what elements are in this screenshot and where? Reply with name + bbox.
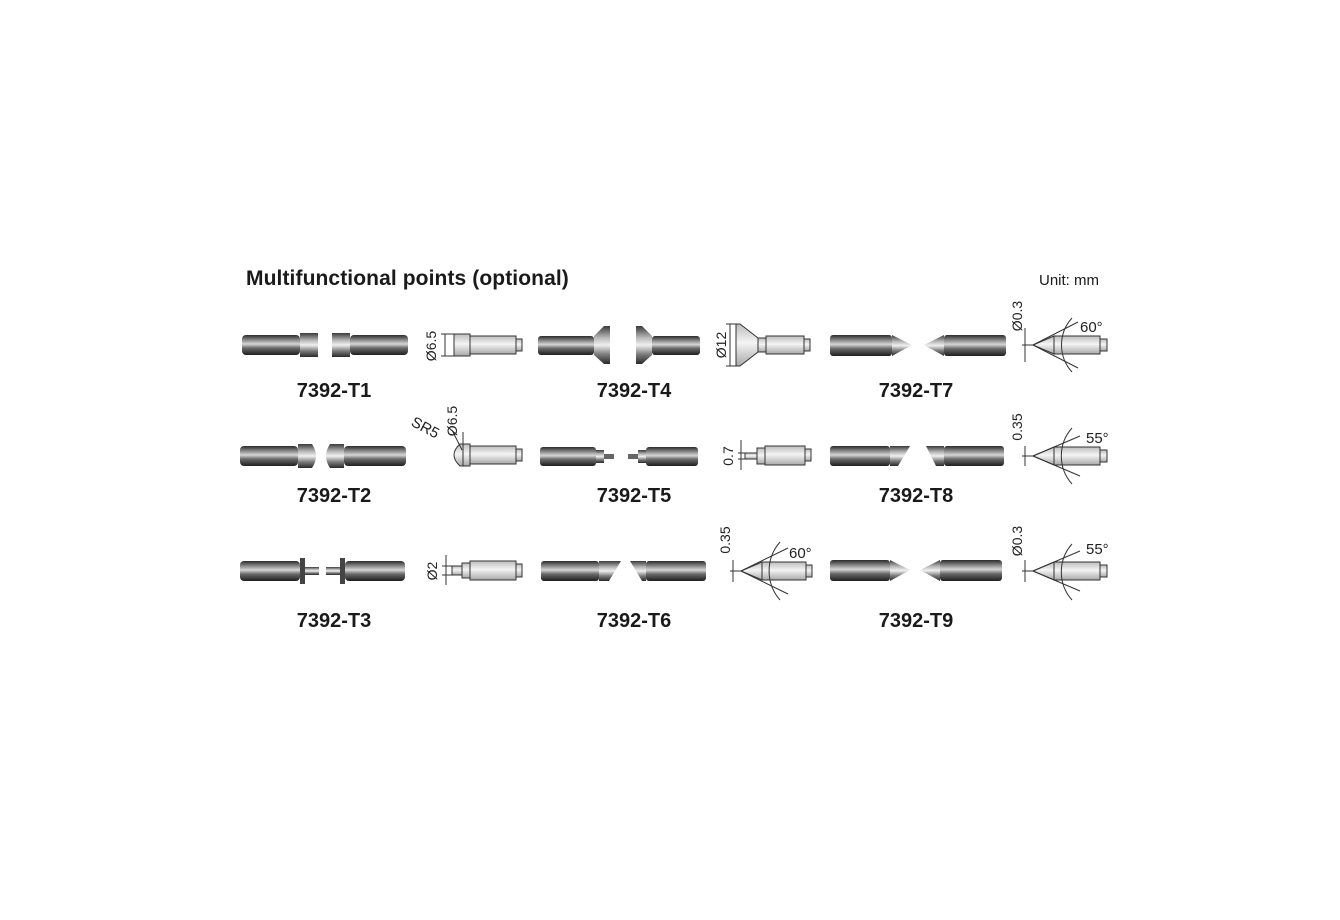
- photo-7392-T9: [830, 560, 1002, 581]
- drawing-7392-T1: Ø6.5: [423, 331, 523, 362]
- dim-7392-T8-0: 0.35: [1009, 413, 1025, 440]
- photo-7392-T7: [830, 335, 1006, 356]
- drawing-7392-T6: 0.35 60°: [717, 526, 813, 601]
- dim-7392-T9-0: Ø0.3: [1009, 526, 1025, 557]
- product-code-7392-T3: 7392-T3: [296, 610, 372, 632]
- drawing-7392-T5: 0.7: [720, 440, 812, 470]
- drawing-7392-T3: Ø2: [424, 555, 523, 585]
- dim-7392-T6-0: 0.35: [717, 526, 733, 553]
- drawing-7392-T8: 0.35 55°: [1009, 413, 1109, 485]
- dim-7392-T7-1: 60°: [1080, 319, 1103, 336]
- dim-7392-T8-1: 55°: [1086, 430, 1109, 447]
- photo-7392-T5: [540, 447, 698, 466]
- product-code-7392-T7: 7392-T7: [878, 380, 954, 402]
- dim-7392-T2-1: Ø6.5: [444, 406, 460, 437]
- product-code-7392-T8: 7392-T8: [878, 485, 954, 507]
- dim-7392-T2-0: SR5: [408, 414, 442, 443]
- dim-7392-T5-0: 0.7: [720, 446, 736, 466]
- dim-7392-T1-0: Ø6.5: [423, 331, 439, 362]
- dim-7392-T9-1: 55°: [1086, 541, 1109, 558]
- drawing-7392-T7: Ø0.3 60°: [1009, 301, 1108, 373]
- product-code-7392-T1: 7392-T1: [296, 380, 372, 402]
- dim-7392-T3-0: Ø2: [424, 561, 440, 580]
- product-code-7392-T9: 7392-T9: [878, 610, 954, 632]
- photo-7392-T8: [830, 446, 1004, 466]
- product-code-7392-T4: 7392-T4: [596, 380, 672, 402]
- unit-label: Unit: mm: [1039, 272, 1099, 289]
- drawing-7392-T9: Ø0.3 55°: [1009, 526, 1109, 601]
- drawing-7392-T2: SR5 Ø6.5: [408, 406, 523, 467]
- product-code-7392-T5: 7392-T5: [596, 485, 672, 507]
- dim-7392-T7-0: Ø0.3: [1009, 301, 1025, 332]
- dim-7392-T6-1: 60°: [789, 545, 812, 562]
- photo-7392-T6: [541, 561, 706, 581]
- photo-7392-T4: [538, 326, 700, 364]
- dim-7392-T4-0: Ø12: [713, 332, 729, 359]
- drawing-7392-T4: Ø12: [713, 323, 811, 367]
- section-title: Multifunctional points (optional): [246, 267, 569, 290]
- photo-7392-T3: [240, 558, 405, 584]
- photo-7392-T1: [242, 333, 408, 357]
- photo-7392-T2: [240, 444, 406, 468]
- product-code-7392-T2: 7392-T2: [296, 485, 372, 507]
- product-code-7392-T6: 7392-T6: [596, 610, 672, 632]
